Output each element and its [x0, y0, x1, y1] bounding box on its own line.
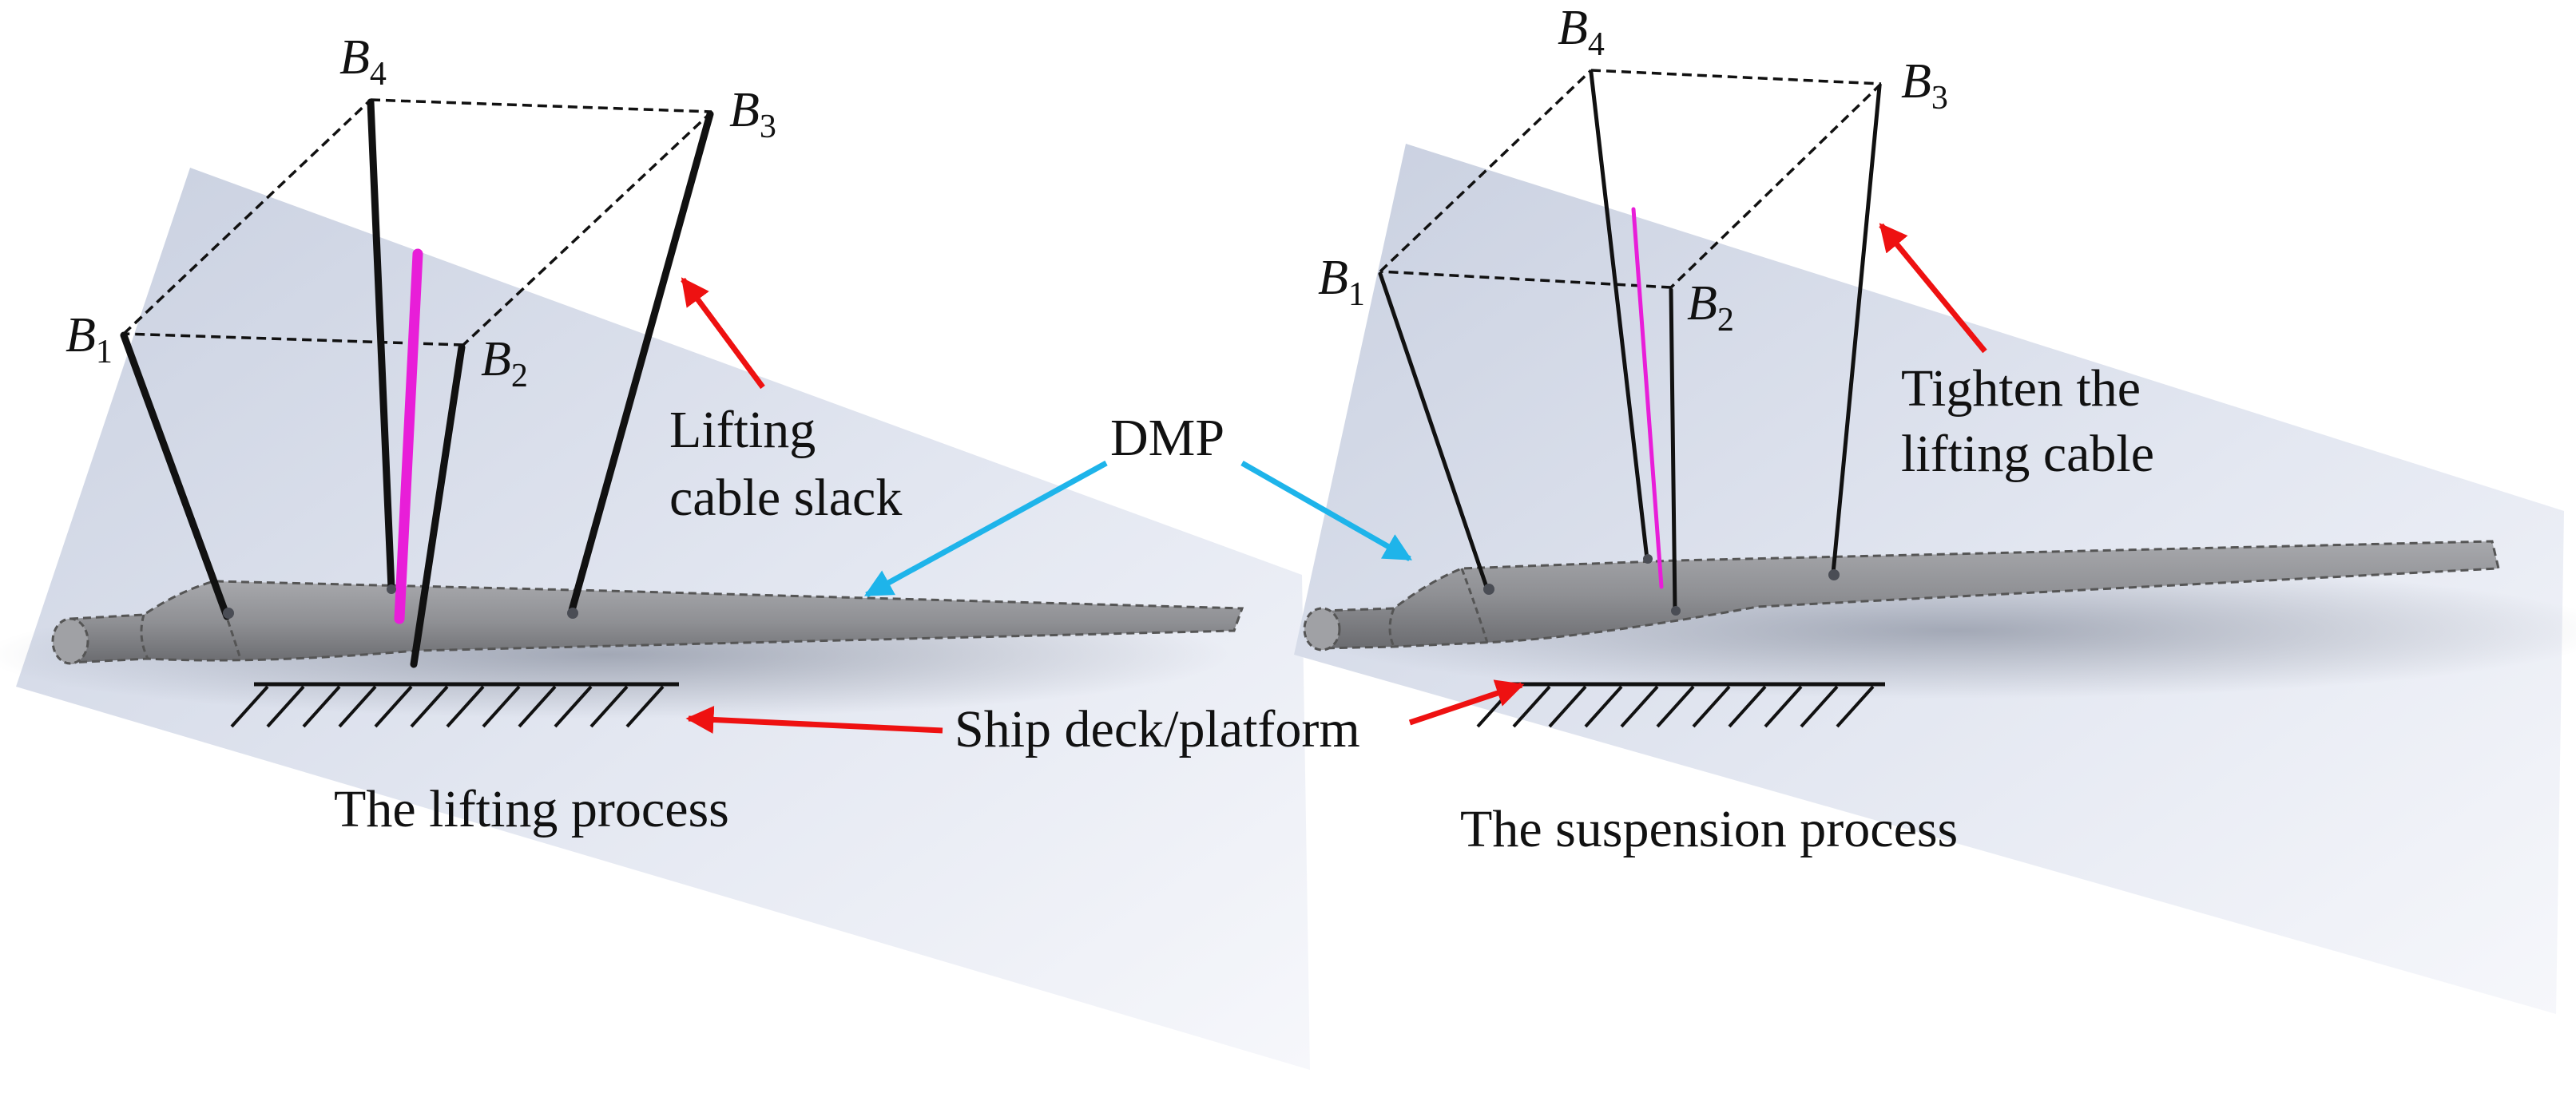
- deck-arrow-left: [685, 706, 943, 734]
- left-blade: [51, 580, 1244, 665]
- right-label-b2: B2: [1687, 276, 1734, 339]
- right-tighten-label-line2: lifting cable: [1901, 425, 2154, 483]
- right-caption: The suspension process: [1460, 800, 1958, 858]
- right-cable-b1: [1378, 271, 1490, 592]
- deck-label: Ship deck/platform: [955, 700, 1360, 758]
- left-label-b4: B4: [339, 30, 387, 93]
- left-label-b3: B3: [729, 83, 776, 145]
- dmp-label: DMP: [1110, 409, 1224, 467]
- right-tight-cable: [1631, 207, 1664, 589]
- left-label-b2: B2: [481, 332, 528, 394]
- right-panel: B1 B2 B3 B4 Tighten the lifting cable Th…: [1294, 1, 2576, 1014]
- left-spreader-frame: [122, 98, 713, 347]
- left-cable-b4: [367, 98, 395, 593]
- right-label-b3: B3: [1901, 54, 1948, 117]
- right-cable-b4: [1589, 70, 1649, 561]
- right-ship-deck: [1476, 682, 1885, 728]
- left-slack-label-line1: Lifting: [669, 401, 816, 459]
- dmp-arrow-left: [863, 460, 1108, 598]
- left-caption: The lifting process: [334, 780, 729, 838]
- left-cables: [120, 98, 714, 668]
- right-cable-b2: [1669, 287, 1677, 613]
- left-slack-cable: [394, 248, 423, 624]
- left-cable-anchors: [223, 584, 578, 619]
- left-label-b1: B1: [65, 308, 113, 370]
- right-tighten-arrow: [1879, 223, 1987, 354]
- right-spreader-frame: [1379, 69, 1883, 289]
- left-cable-b3: [567, 110, 714, 617]
- right-label-b1: B1: [1318, 251, 1365, 313]
- right-tighten-label-line1: Tighten the: [1901, 359, 2141, 418]
- dmp-arrow-right: [1240, 460, 1413, 562]
- deck-arrow-right: [1408, 679, 1525, 726]
- right-label-b4: B4: [1558, 1, 1605, 63]
- right-cable-anchors: [1483, 554, 1840, 616]
- left-slack-label-line2: cable slack: [669, 469, 902, 527]
- left-cable-b2: [410, 343, 466, 668]
- left-slack-arrow: [681, 277, 765, 390]
- right-cables: [1378, 70, 1882, 613]
- shared-annotations: DMP Ship deck/platform: [685, 409, 1525, 758]
- left-panel: B1 B2 B3 B4 Lifting cable slack The lift…: [0, 30, 1310, 1070]
- right-blade: [1303, 540, 2500, 651]
- left-ship-deck: [230, 682, 679, 728]
- left-cable-b1: [120, 331, 231, 620]
- right-cable-b3: [1831, 84, 1882, 576]
